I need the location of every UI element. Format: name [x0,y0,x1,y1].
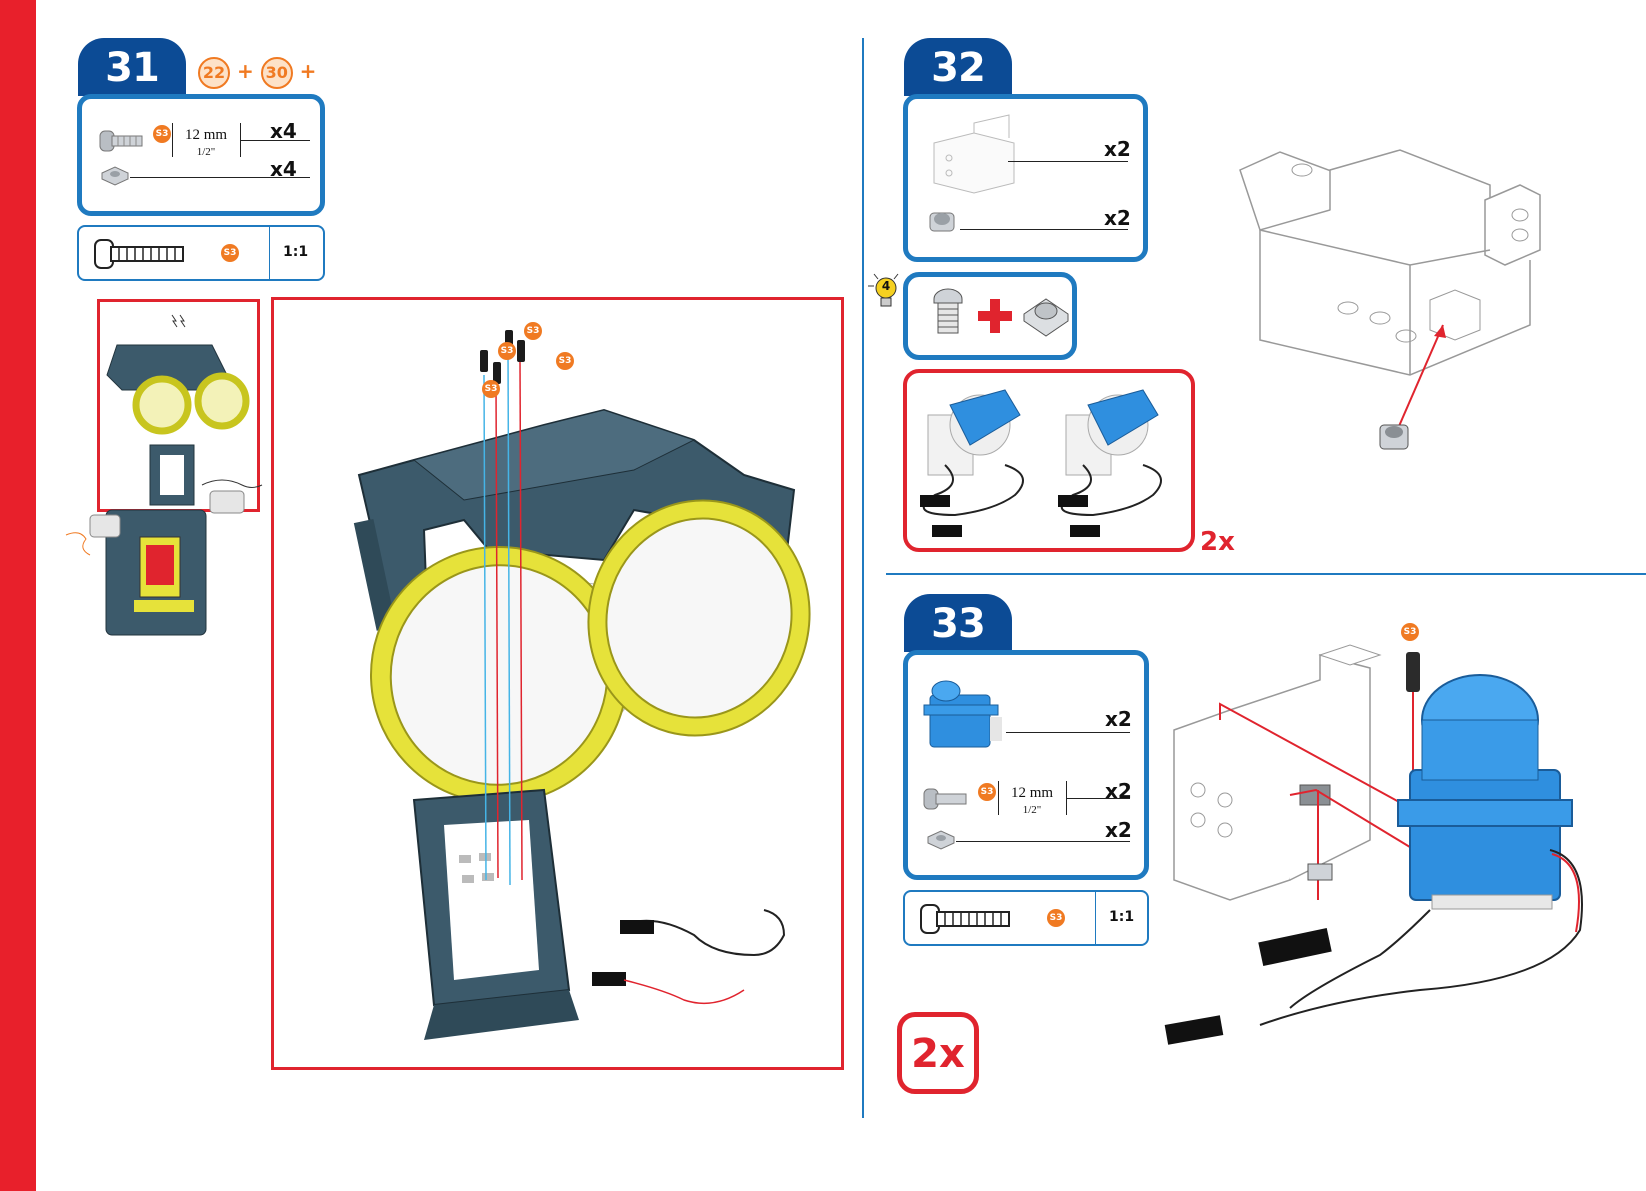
repeat-count-badge: 2x [897,1012,979,1094]
bracket-line [1008,161,1128,162]
screw-icon [924,785,968,813]
step-32-number: 32 [904,38,1012,96]
s3-badge: S3 [524,322,542,340]
tip-panel [903,272,1077,360]
servo-connector [1165,1015,1224,1044]
repeat-count: 2x [1200,527,1235,557]
scale-divider [269,227,270,279]
screw-scale-icon [921,905,1011,933]
column-divider [862,38,864,1118]
step-divider [886,573,1646,575]
servo-bracket-pair-illustration [910,375,1190,545]
step-33-parts-panel: x2 S3 12 mm 1/2" x2 x2 [903,650,1149,880]
servo-bracket-left [920,390,1023,537]
page-edge-bar [0,0,36,1191]
screw-plus-nut-icon [924,289,1074,349]
prereq-step-a: 22 [198,57,230,89]
servo-motor-icon [922,677,1006,753]
servo-bracket [1174,645,1380,900]
tip-number: 4 [880,279,892,293]
bracket-quantity: x2 [1104,137,1131,161]
scale-ratio: 1:1 [1109,909,1134,925]
s3-badge: S3 [482,380,500,398]
plus-sign: + [237,59,254,83]
s3-badge: S3 [1047,909,1065,927]
neck-frame [414,790,579,1040]
nut-line [960,229,1128,230]
screw-length: 12 mm 1/2" [176,127,236,160]
step-31-parts-panel: S3 12 mm 1/2" x4 x4 [77,94,325,216]
servo-install-diagram [1170,640,1610,1060]
head-assembly-diagram [274,300,841,1067]
screw-length-in: 1/2" [197,146,216,158]
square-nut-icon [100,165,130,187]
scale-divider [1095,892,1096,944]
servo-bracket-right [1058,390,1161,537]
nut-quantity: x2 [1105,818,1132,842]
square-nut-icon [926,829,956,851]
screw-quantity: x4 [270,119,297,143]
lock-nut-icon [928,207,958,237]
nut-quantity: x4 [270,157,297,181]
step-32-parts-panel: x2 x2 [903,94,1148,262]
s3-badge: S3 [153,125,171,143]
s3-badge: S3 [1401,623,1419,641]
screw-icon [100,127,144,155]
screw-length: 12 mm 1/2" [1002,785,1062,818]
s3-badge: S3 [978,783,996,801]
nut-line [956,841,1130,842]
servo-motor [1398,675,1572,909]
step-33-screw-scale: S3 1:1 [903,890,1149,946]
screw-length-mm: 12 mm [185,127,227,143]
screw-scale-icon [95,240,185,268]
step-31-screw-scale: S3 1:1 [77,225,325,281]
screw-length-mm: 12 mm [1011,785,1053,801]
s3-badge: S3 [498,342,516,360]
robot-overview-illustration [62,305,262,665]
servo-connector [1258,928,1331,966]
step-31-prerequisites: 22 + 30 + [198,57,316,89]
servo-line [1006,732,1130,733]
step-33-number: 33 [904,594,1012,652]
screw-quantity: x2 [1105,779,1132,803]
nut-quantity: x2 [1104,206,1131,230]
prereq-step-b: 30 [261,57,293,89]
s3-badge: S3 [556,352,574,370]
dimension-tick [998,781,999,815]
scale-ratio: 1:1 [283,244,308,260]
screw-length-in: 1/2" [1023,804,1042,816]
servo-quantity: x2 [1105,707,1132,731]
dimension-tick [172,123,173,157]
step-31-number: 31 [78,38,186,96]
servo-bracket-icon [924,113,1024,197]
s3-badge: S3 [221,244,239,262]
bracket-nut-diagram [1230,140,1560,460]
plus-sign: + [300,59,317,83]
